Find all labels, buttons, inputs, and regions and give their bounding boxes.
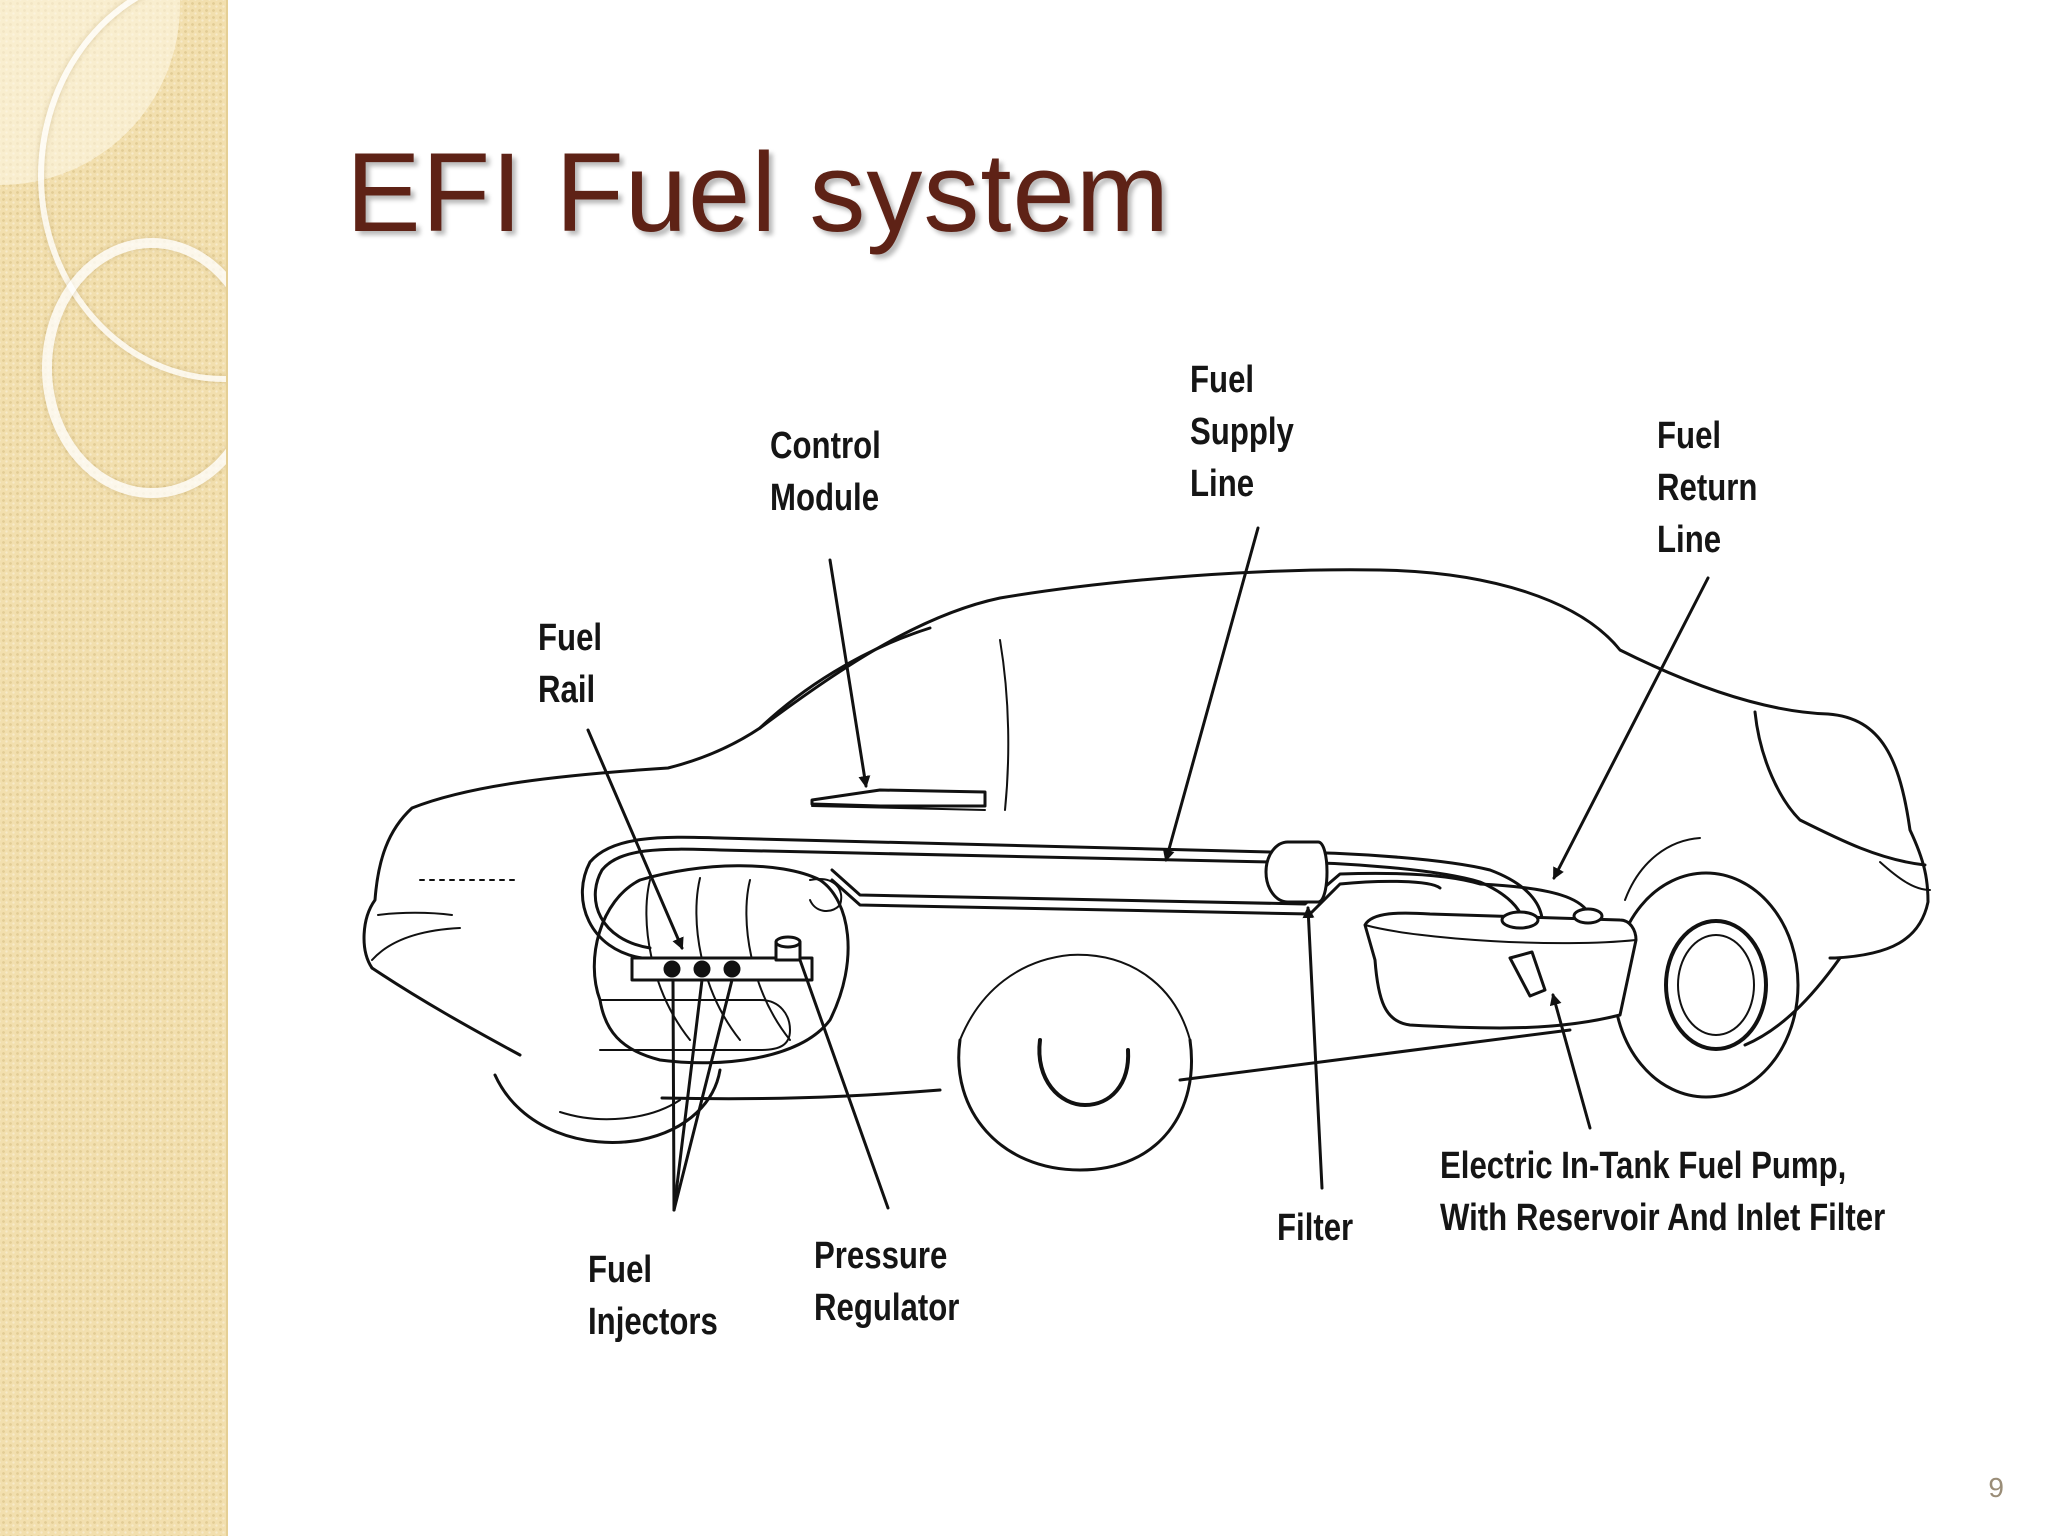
label-fuel-return-line: Fuel Return Line <box>1657 410 1757 566</box>
rear-left-wheel <box>957 953 1193 1172</box>
label-line: Fuel <box>1190 359 1255 401</box>
label-fuel-rail: Fuel Rail <box>538 612 602 716</box>
fuel-tank <box>1363 907 1638 1030</box>
label-fuel-pump: Electric In-Tank Fuel Pump, With Reservo… <box>1440 1140 1885 1244</box>
label-line: Filter <box>1277 1207 1354 1249</box>
label-line: Control <box>770 425 881 467</box>
label-line: Module <box>770 477 880 519</box>
front-wheel <box>493 1068 722 1144</box>
leader-lines <box>586 526 1710 1212</box>
fuel-lines <box>580 835 1590 960</box>
label-line: Return <box>1657 467 1758 509</box>
slide-title: EFI Fuel system <box>346 130 1171 255</box>
label-line: Supply <box>1190 411 1294 453</box>
label-line: Line <box>1657 519 1722 561</box>
label-line: With Reservoir And Inlet Filter <box>1440 1197 1886 1239</box>
label-line: Fuel <box>538 617 603 659</box>
decorative-sidebar <box>0 0 228 1536</box>
label-fuel-injectors: Fuel Injectors <box>588 1244 718 1348</box>
label-control-module: Control Module <box>770 420 881 524</box>
label-line: Fuel <box>588 1249 653 1291</box>
car-body <box>362 568 1931 1101</box>
decorative-ring-small <box>42 238 228 498</box>
label-line: Injectors <box>588 1301 718 1343</box>
engine <box>592 864 850 1065</box>
label-line: Rail <box>538 669 596 711</box>
label-line: Fuel <box>1657 415 1722 457</box>
label-filter: Filter <box>1277 1202 1353 1254</box>
label-fuel-supply-line: Fuel Supply Line <box>1190 354 1294 510</box>
label-line: Regulator <box>814 1287 960 1329</box>
label-line: Electric In-Tank Fuel Pump, <box>1440 1145 1847 1187</box>
rear-right-wheel <box>1612 837 1800 1099</box>
sidebar-edge <box>226 0 228 1536</box>
page-number: 9 <box>1988 1472 2004 1503</box>
fuel-filter <box>1264 840 1329 904</box>
label-line: Pressure <box>814 1235 948 1277</box>
label-pressure-regulator: Pressure Regulator <box>814 1230 959 1334</box>
label-line: Line <box>1190 463 1255 505</box>
efi-car-diagram <box>362 526 1931 1212</box>
control-module-box <box>810 788 987 811</box>
